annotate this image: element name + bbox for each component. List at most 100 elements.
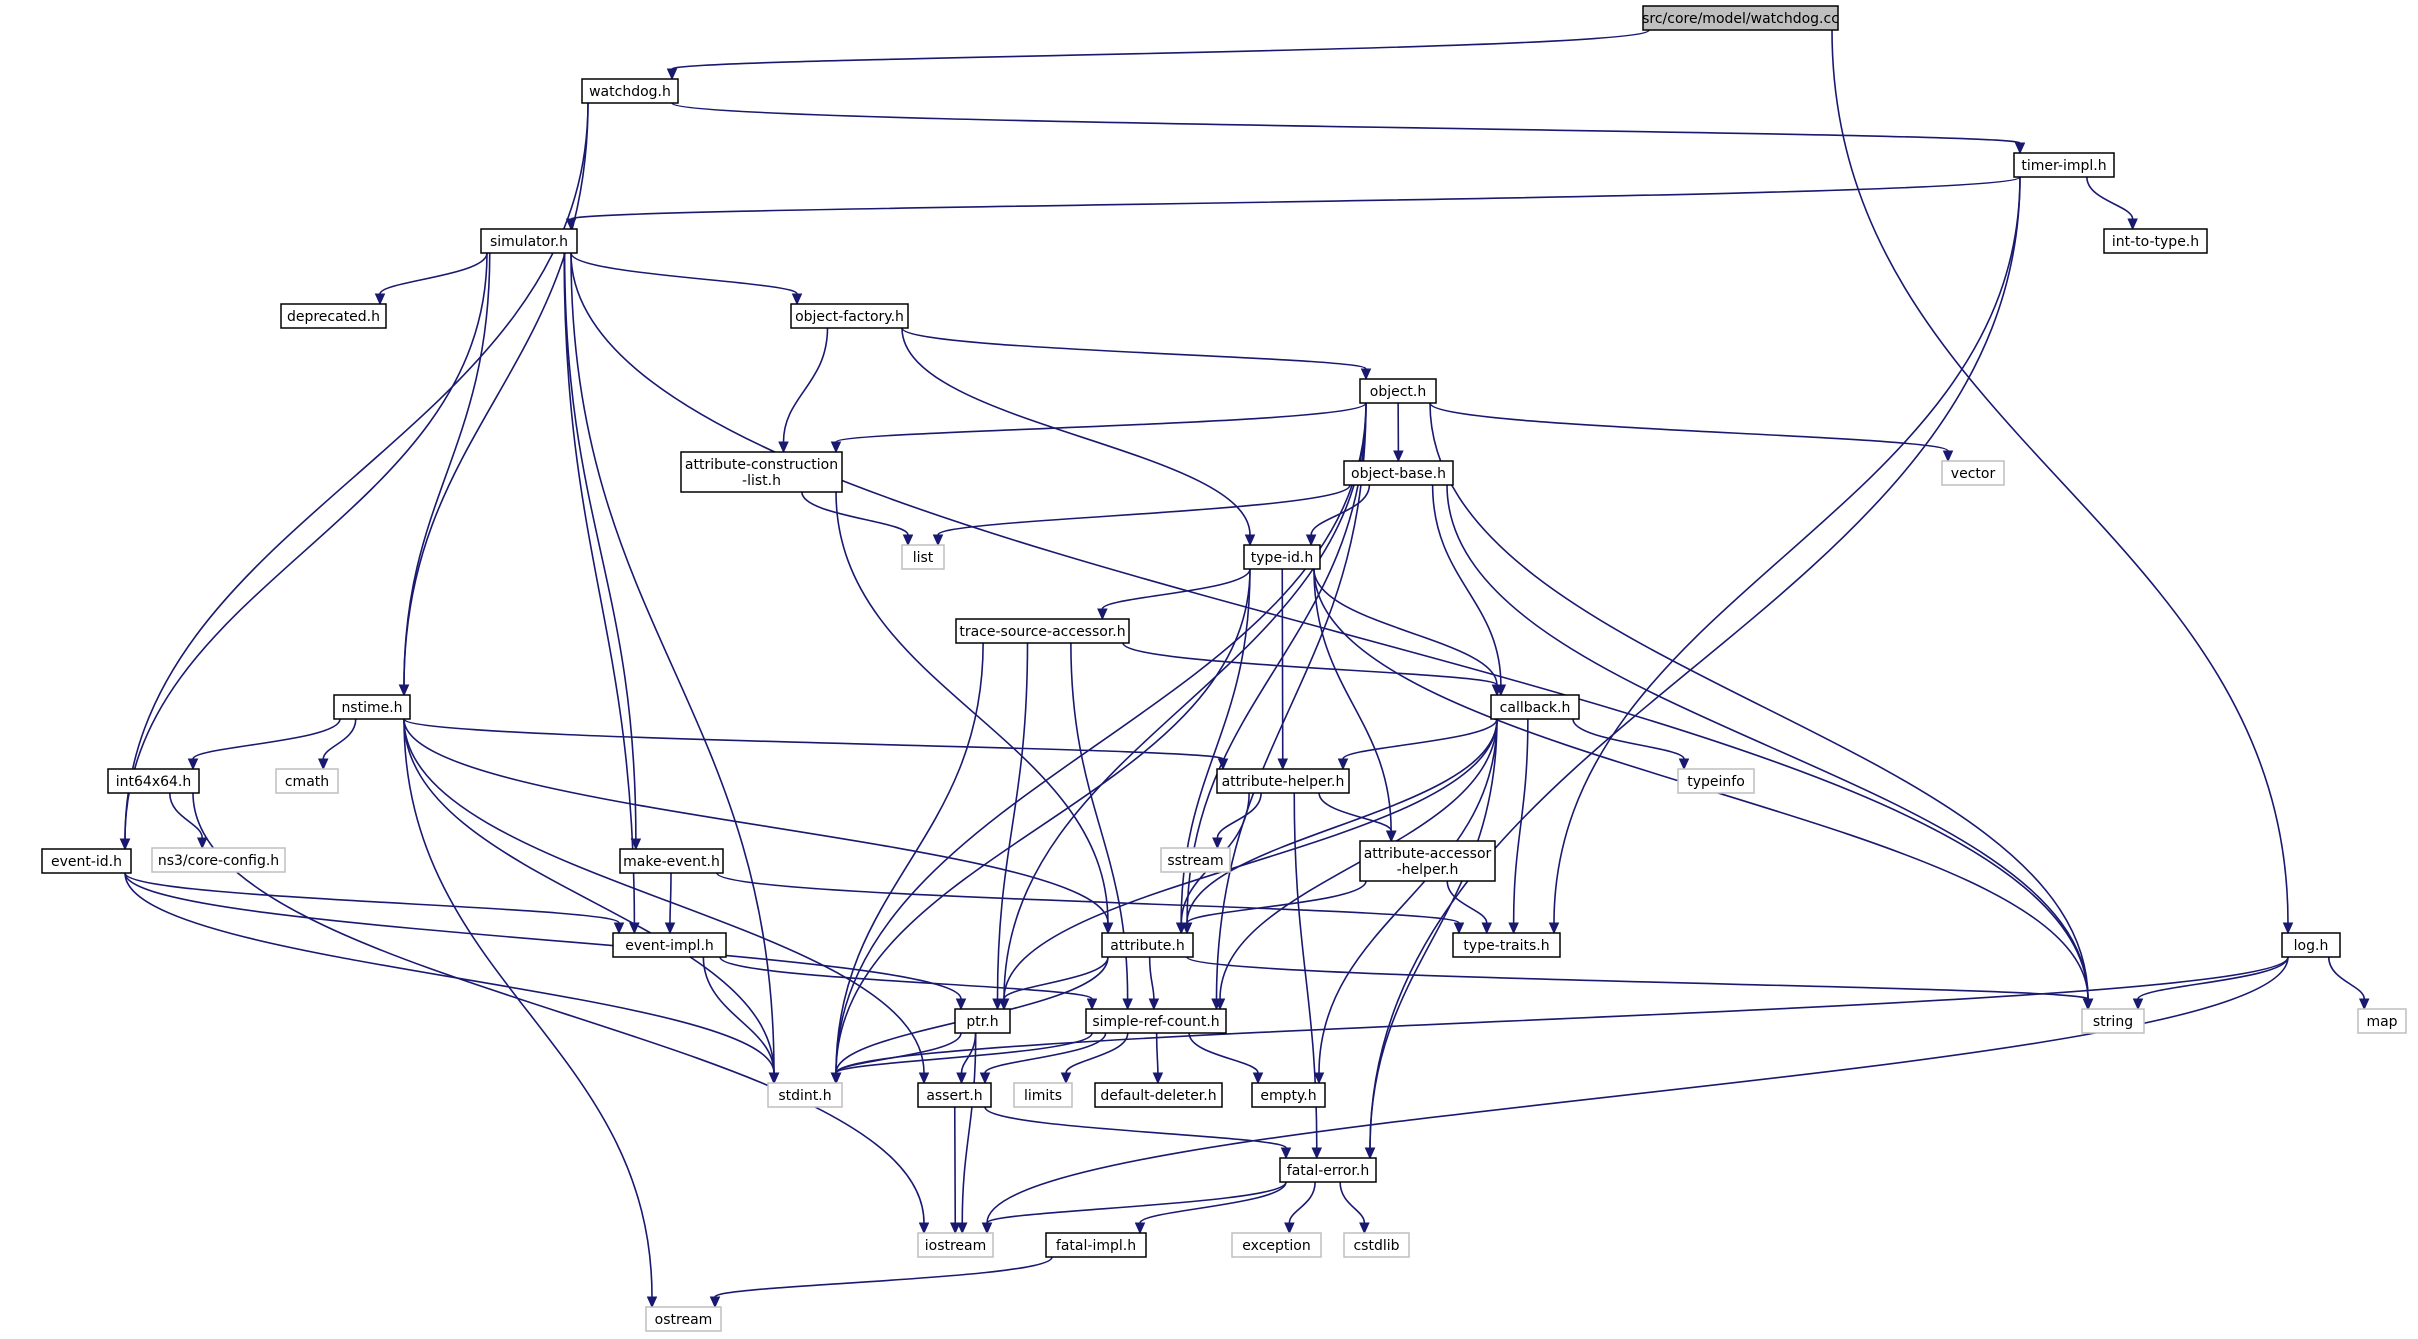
- edge-arrowhead: [2014, 142, 2026, 155]
- edge-arrowhead: [666, 68, 678, 81]
- node-label: timer-impl.h: [2021, 158, 2106, 174]
- node-fatal-impl-h[interactable]: fatal-impl.h: [1045, 1232, 1147, 1258]
- node-label: map: [2366, 1014, 2397, 1030]
- edge-nstime_h-to-attribute_helper_h: [403, 718, 1224, 760]
- node-label: nstime.h: [341, 700, 402, 716]
- node-make-event-h[interactable]: make-event.h: [619, 848, 724, 874]
- node-object-base-h[interactable]: object-base.h: [1343, 460, 1454, 486]
- edge-arrowhead: [998, 998, 1010, 1011]
- edge-watchdog_h-to-event_id_h: [124, 102, 589, 840]
- node-box: [1251, 1082, 1326, 1108]
- node-label: event-impl.h: [625, 938, 714, 954]
- edge-simple_ref_count_h-to-assert_h: [984, 1032, 1107, 1074]
- edge-simulator_h-to-string: [570, 252, 2089, 1000]
- node-attr-acc-helper-h[interactable]: attribute-accessor-helper.h: [1359, 840, 1496, 882]
- node-box: [151, 847, 286, 873]
- node-box: [917, 1082, 992, 1108]
- node-fatal-error-h[interactable]: fatal-error.h: [1279, 1157, 1377, 1183]
- edge-attribute_h-to-ptr_h: [1003, 956, 1109, 1000]
- edge-arrowhead: [664, 922, 676, 935]
- edge-ptr_h-to-iostream: [961, 1032, 977, 1224]
- node-root[interactable]: src/core/model/watchdog.cc: [1642, 5, 1839, 31]
- node-simulator-h[interactable]: simulator.h: [480, 228, 578, 254]
- edge-arrowhead: [613, 922, 625, 935]
- edge-arrowhead: [1280, 1147, 1292, 1160]
- node-label: iostream: [925, 1238, 987, 1254]
- node-assert-h[interactable]: assert.h: [917, 1082, 992, 1108]
- node-ptr-h[interactable]: ptr.h: [954, 1008, 1011, 1034]
- node-type-traits-h[interactable]: type-traits.h: [1452, 932, 1561, 958]
- node-label: object-factory.h: [795, 309, 904, 325]
- node-watchdog-h[interactable]: watchdog.h: [581, 78, 679, 104]
- node-box: [955, 618, 1130, 644]
- node-box: [1279, 1157, 1377, 1183]
- node-label: cstdlib: [1353, 1238, 1399, 1254]
- edge-arrowhead: [1122, 998, 1133, 1011]
- edge-timer_impl_h-to-type_traits_h: [1553, 176, 2021, 924]
- edges-layer: [119, 29, 2370, 1309]
- node-box: [1013, 1082, 1073, 1108]
- node-label: deprecated.h: [287, 309, 380, 325]
- edge-arrowhead: [1212, 837, 1223, 850]
- edge-arrowhead: [374, 293, 386, 306]
- node-empty-h[interactable]: empty.h: [1251, 1082, 1326, 1108]
- node-event-id-h[interactable]: event-id.h: [41, 848, 132, 874]
- node-attribute-h[interactable]: attribute.h: [1101, 932, 1194, 958]
- node-callback-h[interactable]: callback.h: [1490, 694, 1580, 720]
- node-box: [1216, 768, 1350, 794]
- edge-arrowhead: [1678, 758, 1690, 771]
- edge-simulator_h-to-event_id_h: [124, 252, 488, 840]
- node-attribute-helper-h[interactable]: attribute-helper.h: [1216, 768, 1350, 794]
- edge-arrowhead: [979, 1072, 991, 1085]
- node-typeinfo: typeinfo: [1677, 768, 1755, 794]
- edge-arrowhead: [1305, 534, 1317, 547]
- node-log-h[interactable]: log.h: [2281, 932, 2341, 958]
- nodes-layer: src/core/model/watchdog.cc watchdog.h time…: [41, 5, 2407, 1332]
- edge-simulator_h-to-nstime_h: [403, 252, 491, 686]
- node-box: [1677, 768, 1755, 794]
- edge-simple_ref_count_h-to-limits: [1065, 1032, 1129, 1074]
- node-simple-ref-count-h[interactable]: simple-ref-count.h: [1085, 1008, 1227, 1034]
- node-nstime-h[interactable]: nstime.h: [333, 694, 411, 720]
- node-box: [1045, 1232, 1147, 1258]
- node-timer-impl-h[interactable]: timer-impl.h: [2013, 152, 2115, 178]
- node-deprecated-h[interactable]: deprecated.h: [280, 303, 387, 329]
- edge-make_event_h-to-event_impl_h: [669, 872, 672, 924]
- node-map: map: [2357, 1008, 2407, 1034]
- node-object-factory-h[interactable]: object-factory.h: [790, 303, 909, 329]
- edge-type_id_h-to-trace_source_acc_h: [1101, 568, 1251, 610]
- node-attr-constr-list-h[interactable]: attribute-construction-list.h: [680, 451, 843, 493]
- node-box: [1094, 1082, 1223, 1108]
- edge-type_id_h-to-attr_acc_helper_h: [1313, 568, 1392, 832]
- node-label: sstream: [1167, 853, 1223, 869]
- edge-event_impl_h-to-stdint_h: [702, 956, 775, 1074]
- node-label: attribute.h: [1110, 938, 1184, 954]
- edge-type_id_h-to-callback_h: [1313, 568, 1498, 686]
- edge-arrowhead: [918, 1222, 930, 1235]
- node-type-id-h[interactable]: type-id.h: [1243, 544, 1321, 570]
- node-box: [581, 78, 679, 104]
- edge-attr_acc_helper_h-to-attribute_h: [1186, 880, 1367, 924]
- edge-arrowhead: [1134, 1222, 1146, 1235]
- edge-arrowhead: [2082, 998, 2094, 1011]
- edge-arrowhead: [1508, 922, 1519, 935]
- edge-event_id_h-to-event_impl_h: [124, 872, 620, 924]
- node-box: [1085, 1008, 1227, 1034]
- node-label: trace-source-accessor.h: [959, 624, 1125, 640]
- node-label: typeinfo: [1687, 774, 1745, 790]
- edge-object_factory_h-to-type_id_h: [901, 327, 1251, 536]
- edge-simple_ref_count_h-to-stdint_h: [835, 1032, 1093, 1074]
- node-box: [1359, 840, 1496, 882]
- node-object-h[interactable]: object.h: [1359, 378, 1437, 404]
- node-box: [790, 303, 909, 329]
- node-int64x64-h[interactable]: int64x64.h: [107, 768, 200, 794]
- node-label: limits: [1024, 1088, 1062, 1104]
- edge-arrowhead: [2282, 922, 2294, 935]
- node-default-deleter-h[interactable]: default-deleter.h: [1094, 1082, 1223, 1108]
- node-label: vector: [1951, 466, 1996, 482]
- node-int-to-type-h[interactable]: int-to-type.h: [2103, 228, 2208, 254]
- node-event-impl-h[interactable]: event-impl.h: [612, 932, 727, 958]
- edge-callback_h-to-typeinfo: [1572, 718, 1685, 760]
- node-trace-source-acc-h[interactable]: trace-source-accessor.h: [955, 618, 1130, 644]
